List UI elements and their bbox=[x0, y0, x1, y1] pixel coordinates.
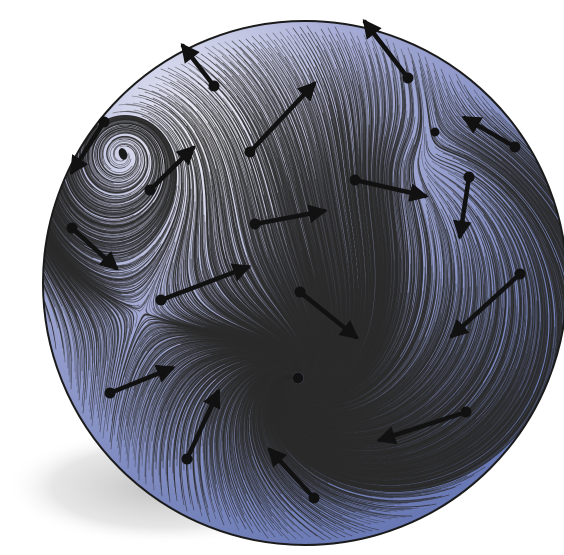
arrow-tail-dot bbox=[105, 388, 116, 399]
arrow-tail-dot bbox=[510, 142, 521, 153]
arrow-tail-dot bbox=[245, 147, 256, 158]
arrow-tail-dot bbox=[250, 219, 261, 230]
arrow-tail-dot bbox=[99, 117, 110, 128]
arrow-tail-dot bbox=[309, 493, 320, 504]
arrow-tail-dot bbox=[209, 81, 220, 92]
arrow-tail-dot bbox=[403, 73, 414, 84]
arrow-tail-dot bbox=[182, 454, 193, 465]
arrow-tail-dot bbox=[295, 287, 306, 298]
arrow-tail-dot bbox=[515, 269, 526, 280]
arrow-tail-dot bbox=[145, 185, 156, 196]
spiral-sink-marker bbox=[293, 373, 304, 384]
arrow-tail-dot bbox=[464, 172, 475, 183]
arrow-tail-dot bbox=[67, 223, 78, 234]
saddle-marker bbox=[431, 128, 440, 137]
arrow-tail-dot bbox=[156, 295, 167, 306]
arrow-tail-dot bbox=[350, 175, 361, 186]
arrow-tail-dot bbox=[461, 407, 472, 418]
